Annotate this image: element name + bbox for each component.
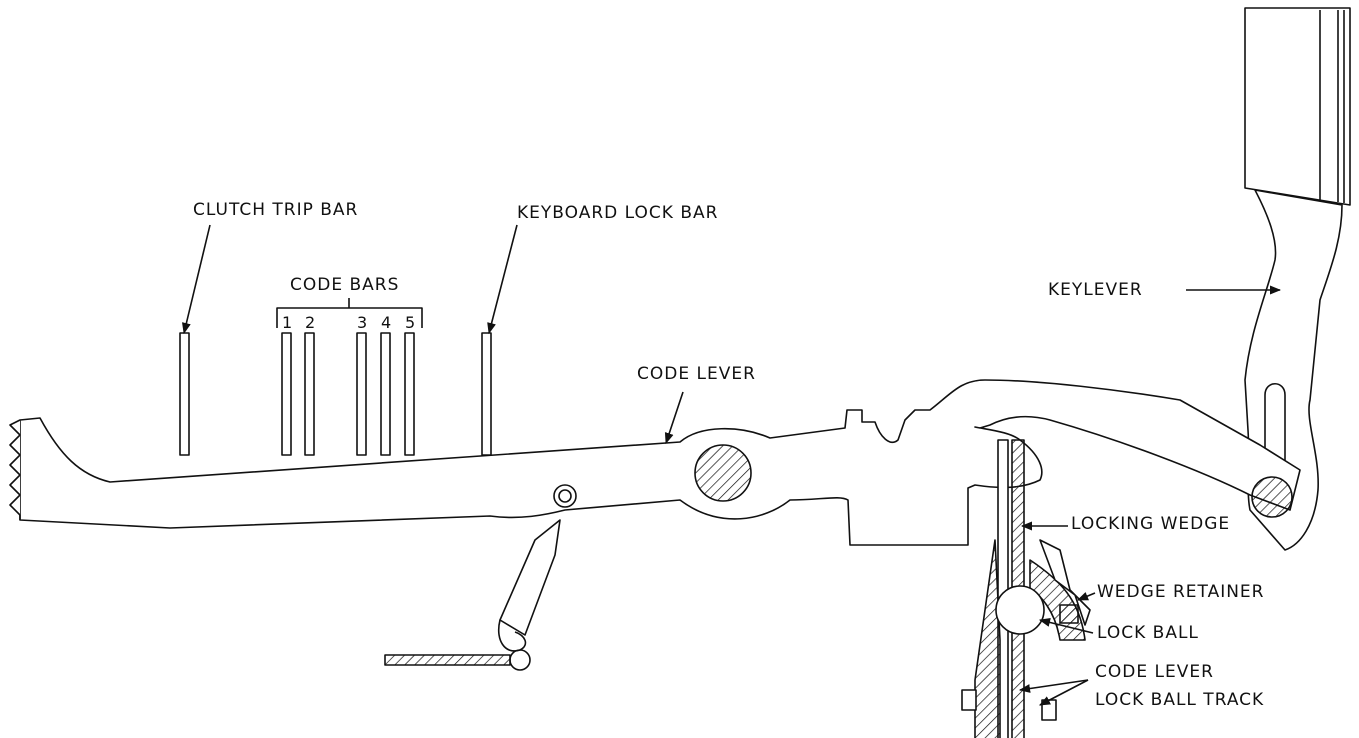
code-lever-serrations (9, 419, 21, 520)
keylever-roller (1251, 476, 1293, 518)
code-bar-1 (281, 332, 292, 456)
label-lock-ball: LOCK BALL (1097, 623, 1199, 643)
label-code-bars: CODE BARS (290, 275, 400, 295)
code-lever (19, 379, 1301, 546)
locking-wedge-assembly (961, 439, 1091, 738)
label-code-bar-1: 1 (282, 313, 293, 332)
spring-assembly (384, 484, 577, 671)
code-bars-group (281, 332, 415, 456)
code-lever-pivot (694, 444, 752, 502)
leader-wedge-retainer (1076, 592, 1096, 601)
leader-lock-ball (1038, 618, 1094, 634)
code-bar-3 (356, 332, 367, 456)
label-code-bar-3: 3 (357, 313, 368, 332)
clutch-trip-bar (179, 332, 190, 456)
label-clutch-trip-bar: CLUTCH TRIP BAR (193, 200, 359, 220)
label-code-bar-2: 2 (305, 313, 316, 332)
label-locking-wedge: LOCKING WEDGE (1071, 514, 1231, 534)
keylever-top-block (1244, 7, 1351, 206)
label-code-lever-track-1: CODE LEVER (1095, 662, 1214, 682)
code-bars-bracket (276, 298, 423, 328)
label-code-bar-4: 4 (381, 313, 392, 332)
code-bar-4 (380, 332, 391, 456)
label-code-lever: CODE LEVER (637, 364, 756, 384)
label-code-lever-track-2: LOCK BALL TRACK (1095, 690, 1265, 710)
label-keyboard-lock-bar: KEYBOARD LOCK BAR (517, 203, 719, 223)
leader-code-lever-track-2 (1039, 679, 1089, 706)
label-wedge-retainer: WEDGE RETAINER (1097, 582, 1265, 602)
label-keylever: KEYLEVER (1048, 280, 1143, 300)
leader-code-lever (664, 391, 684, 445)
leader-keyboard-lock-bar (487, 224, 518, 335)
keyboard-lock-bar (481, 332, 492, 456)
label-code-bar-5: 5 (405, 313, 416, 332)
code-bar-2 (304, 332, 315, 456)
leader-clutch-trip-bar (182, 224, 211, 335)
leader-code-lever-track (1018, 679, 1089, 693)
code-bar-5 (404, 332, 415, 456)
